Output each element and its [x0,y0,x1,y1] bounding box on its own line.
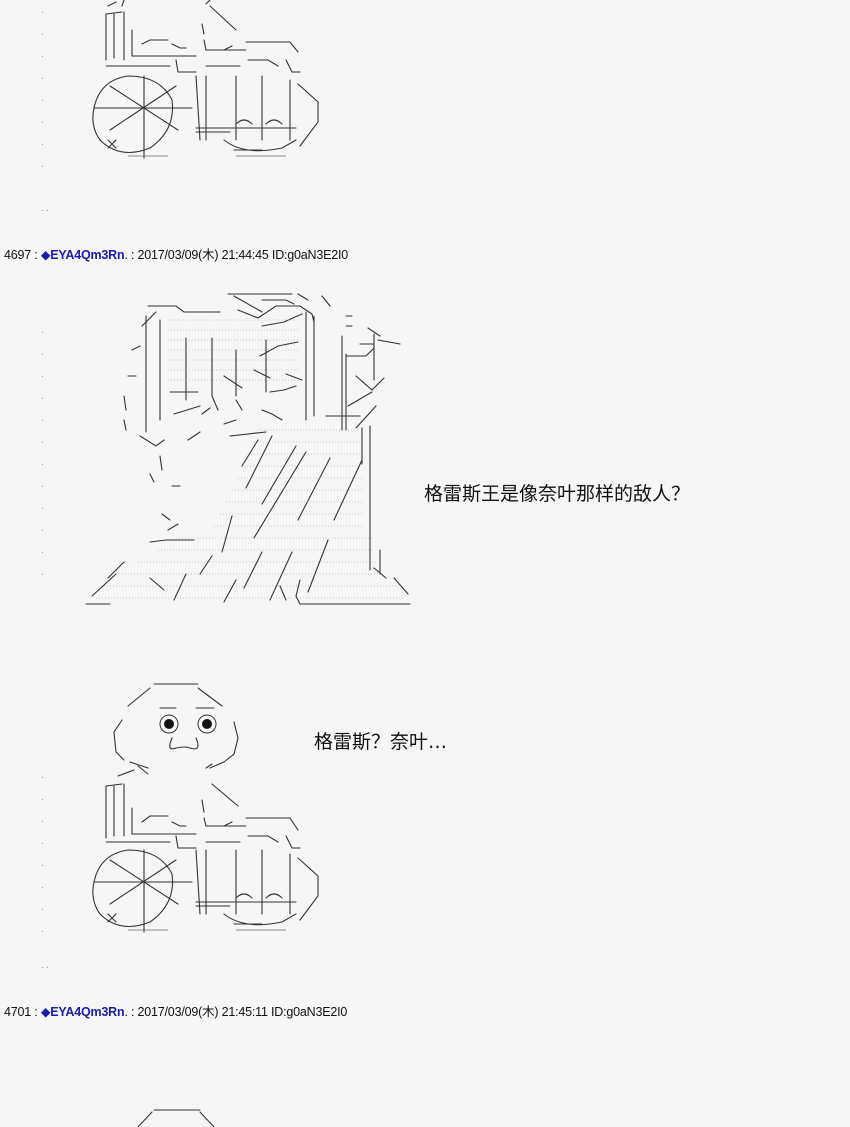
next-art-partial [137,1109,215,1127]
poster-trip[interactable]: EYA4Qm3Rn [50,1005,125,1019]
poster-trip[interactable]: EYA4Qm3Rn [50,248,125,262]
post-date: 2017/03/09(木) 21:45:11 ID:g0aN3E2I0 [137,1005,348,1019]
trip-diamond-icon: ◆ [40,1005,51,1019]
dialogue-line: 格雷斯？奈叶… [314,731,448,753]
gutter-dots-middle: . . . . . . . . . . . . [40,326,45,577]
post-number: 4697 [4,248,32,262]
gutter-dots-lower-end: .. [40,961,50,970]
post-date: 2017/03/09(木) 21:44:45 ID:g0aN3E2I0 [137,248,349,262]
post-header: 4697 : ◆EYA4Qm3Rn. : 2017/03/09(木) 21:44… [4,244,348,263]
gutter-dots-top-end: .. [40,204,50,213]
post-header: 4701 : ◆EYA4Qm3Rn. : 2017/03/09(木) 21:45… [4,1001,347,1020]
post-separator: : [31,1005,41,1019]
post-suffix: . : [124,1005,138,1019]
trip-diamond-icon: ◆ [40,248,51,262]
face-character-art [113,683,239,769]
post-separator: : [31,248,41,262]
gutter-dots-top: . . . . . . . . [40,6,45,169]
gutter-dots-lower: . . . . . . . . [40,771,45,934]
post-number: 4701 [4,1005,32,1019]
robed-figure-art [85,293,411,605]
post-suffix: . : [124,248,138,262]
vehicle-art-top [92,0,319,159]
vehicle-art-bottom [92,763,319,933]
dialogue-line: 格雷斯王是像奈叶那样的敌人？ [424,483,691,505]
